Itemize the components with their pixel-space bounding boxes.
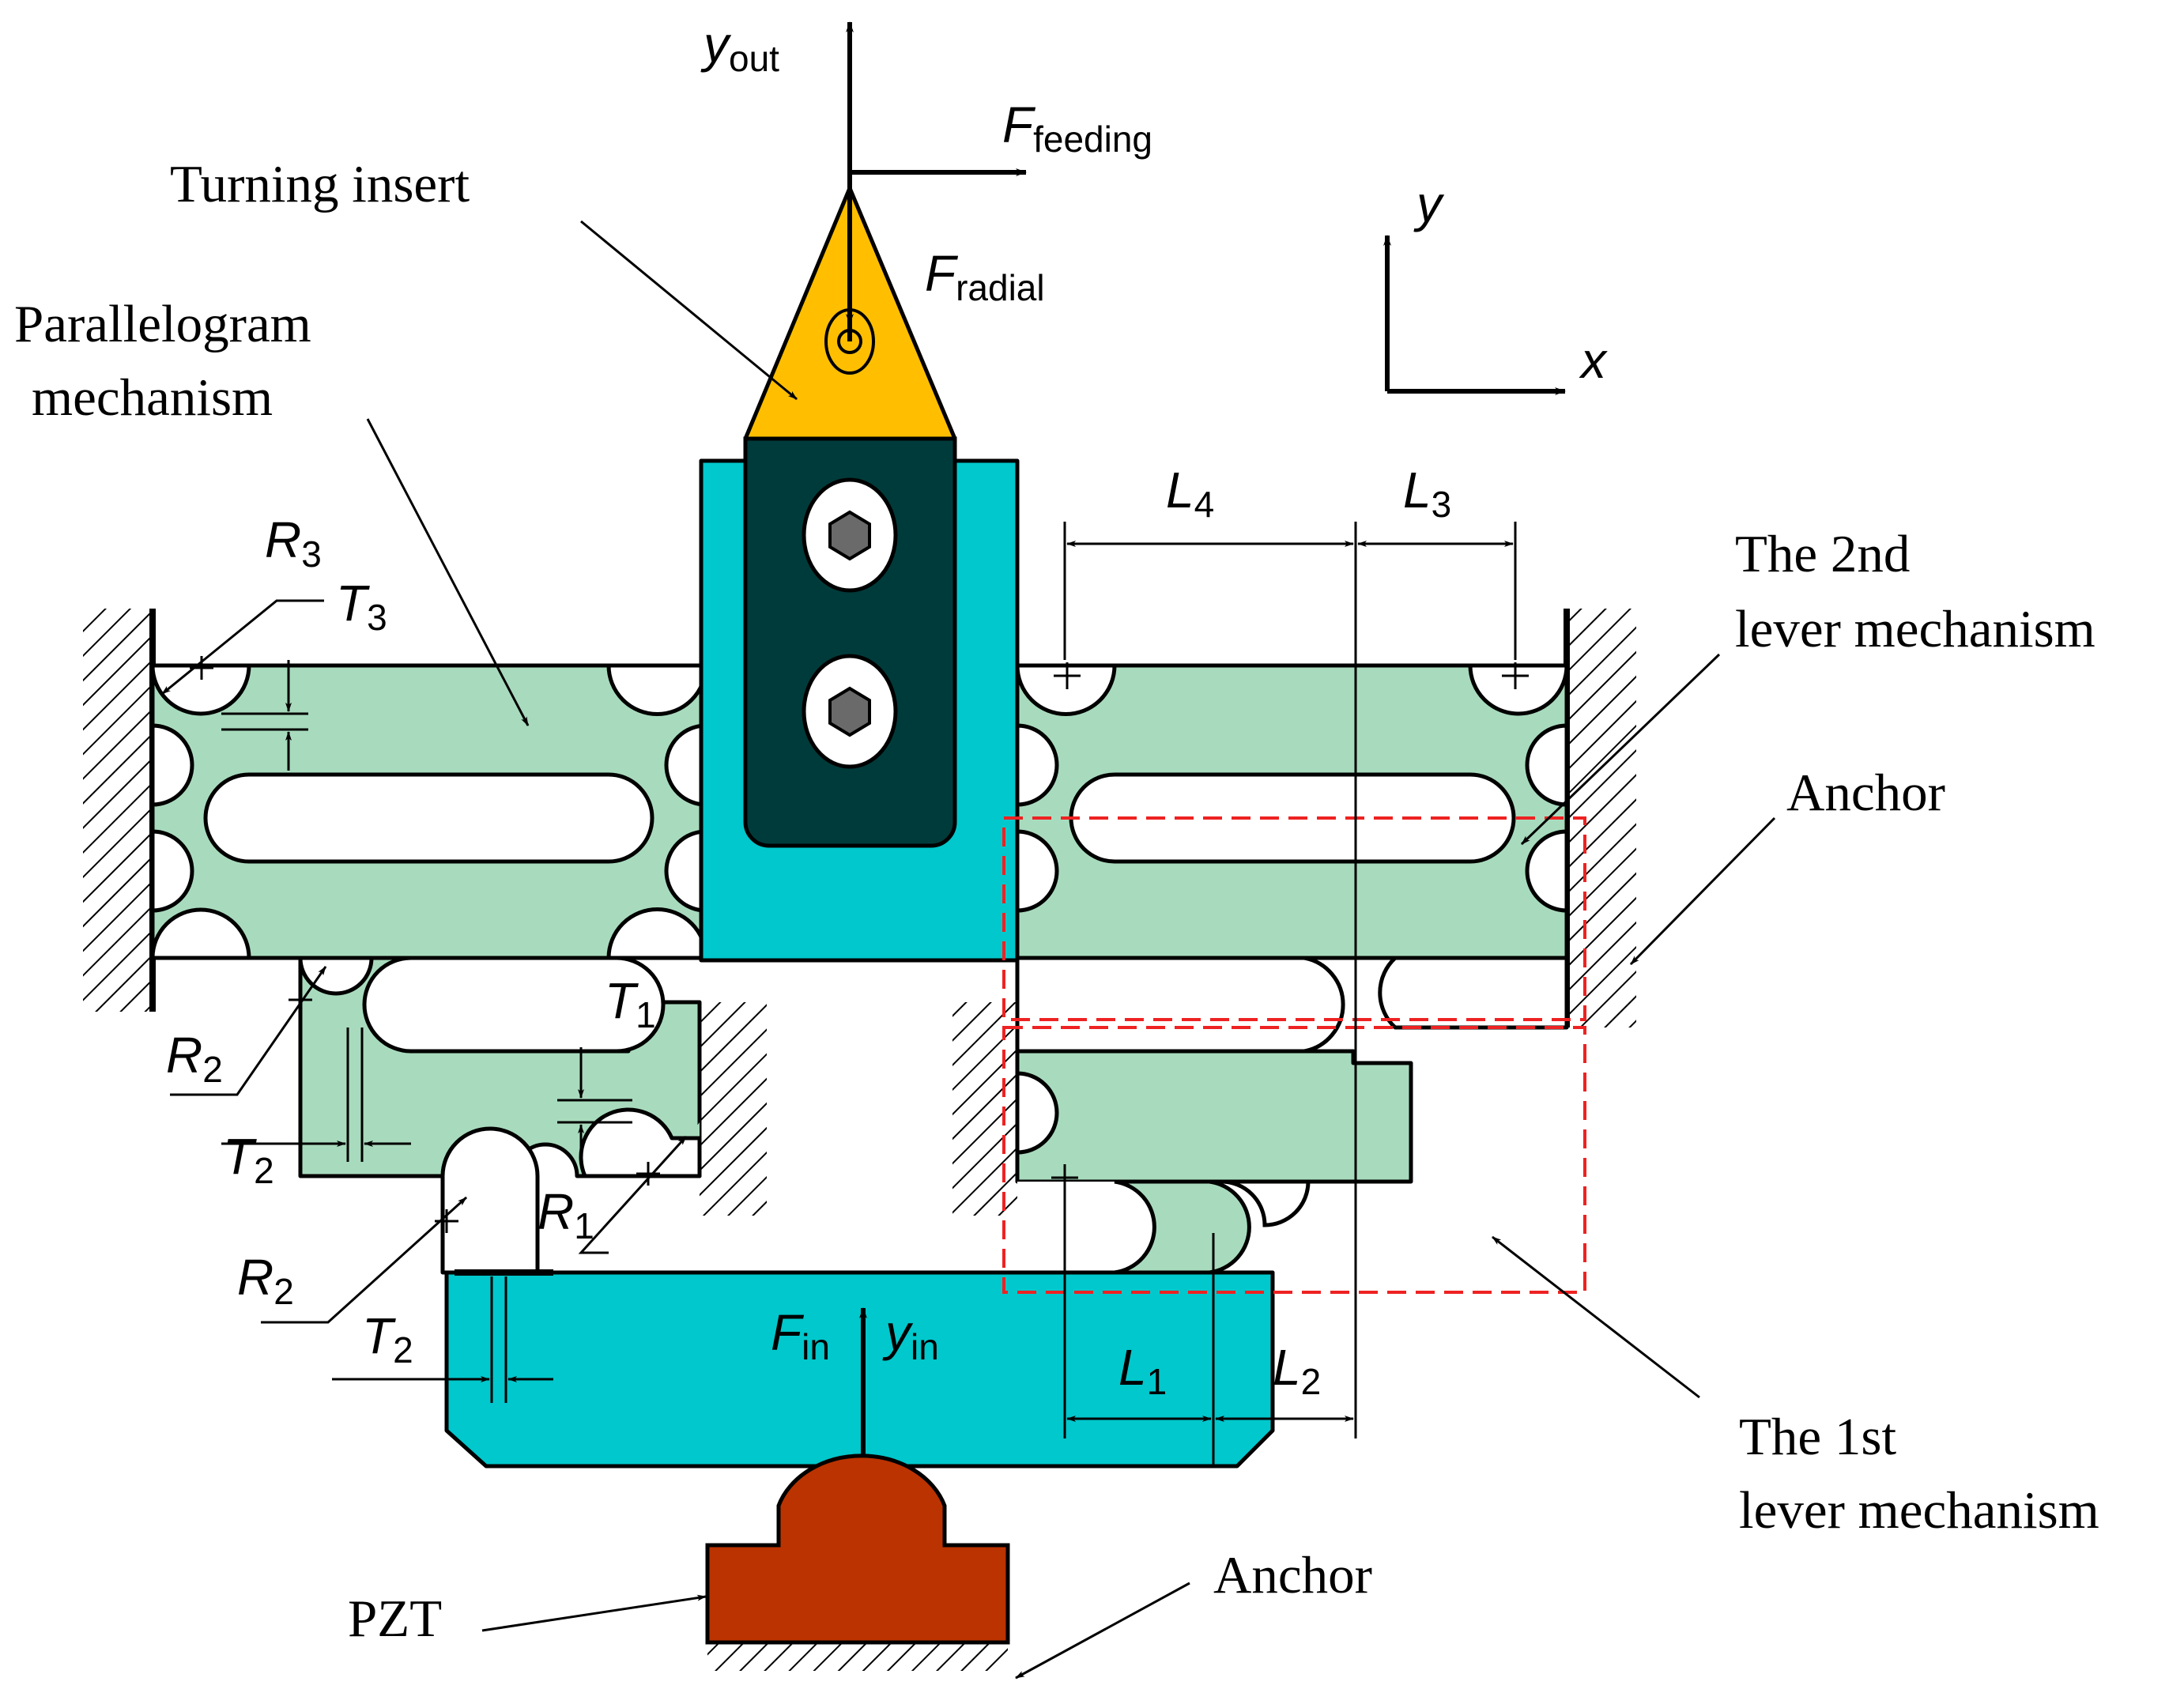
label-y-in: yin — [882, 1304, 939, 1367]
cross-l3 — [1502, 662, 1529, 689]
leader-parallelogram — [366, 418, 530, 726]
leader-first-lever — [1492, 1235, 1700, 1399]
leader-second-lever — [1520, 653, 1721, 846]
cross-l1 — [1051, 1164, 1078, 1191]
second-lever-highlight — [1002, 816, 1586, 1021]
second-notch-r1 — [1525, 723, 1569, 807]
cross-l4 — [1054, 662, 1081, 689]
leader-pzt — [481, 1594, 707, 1632]
leader-r2-upper — [170, 966, 327, 1096]
first-lever-highlight — [1002, 1026, 1586, 1294]
base-plate — [444, 1269, 1275, 1469]
cross-r2-upper — [289, 988, 312, 1012]
force-arrows — [846, 21, 1566, 1454]
notch-bottom-left — [150, 907, 251, 960]
second-lower-slot-left — [1015, 956, 1345, 1054]
center-left-anchor-hatch — [700, 1002, 767, 1216]
second-notch-l2 — [1015, 829, 1059, 913]
label-second-lever-line1: The 2nd — [1735, 525, 1910, 583]
label-anchor-bottom: Anchor — [1213, 1546, 1372, 1604]
notch-left-lower — [150, 829, 194, 913]
parallelogram-mechanism — [150, 663, 708, 960]
label-t1: T1 — [605, 972, 656, 1035]
bridge-notch-lower — [440, 1126, 540, 1275]
pzt-body — [705, 1453, 1010, 1645]
label-t2-lower: T2 — [362, 1307, 413, 1371]
second-notch-tl — [1015, 663, 1117, 716]
base-plate-body — [444, 1270, 1275, 1469]
label-second-lever-line2: lever mechanism — [1735, 600, 2095, 658]
leader-r2-lower — [261, 1196, 468, 1324]
label-y-out: yout — [700, 16, 779, 79]
second-lower-slot-right — [1378, 956, 1569, 1030]
label-t3: T3 — [336, 575, 387, 638]
cross-r1 — [636, 1162, 660, 1186]
parallelogram-slot — [203, 772, 654, 864]
first-notch-bottom — [1220, 1179, 1311, 1227]
hex-socket-lower — [828, 686, 871, 737]
notch-left-upper — [150, 723, 194, 807]
text-labels: yout Ffeeding Fradial Turning insert Par… — [14, 16, 2099, 1648]
leader-r3 — [161, 599, 324, 696]
first-lever-mechanism — [1015, 1049, 1413, 1275]
leader-turning-insert — [580, 220, 798, 401]
second-notch-l1 — [1015, 723, 1059, 807]
second-notch-tr — [1468, 663, 1569, 716]
pzt-anchor-hatch — [707, 1642, 1008, 1671]
label-r3: R3 — [265, 511, 322, 575]
left-anchor-hatch — [83, 609, 153, 1012]
label-t2-upper: T2 — [223, 1128, 274, 1191]
clamp — [743, 436, 957, 848]
label-pzt: PZT — [348, 1589, 442, 1648]
notch-right-upper — [664, 723, 708, 807]
label-l3: L3 — [1403, 462, 1451, 525]
label-first-lever-line1: The 1st — [1739, 1408, 1896, 1466]
first-lever-body — [1015, 1049, 1413, 1184]
pzt-actuator — [705, 1453, 1010, 1645]
label-l1: L1 — [1118, 1339, 1167, 1402]
label-turning-insert: Turning insert — [170, 155, 470, 213]
label-first-lever-line2: lever mechanism — [1739, 1481, 2099, 1540]
second-notch-r2 — [1525, 829, 1569, 913]
notch-top-left — [150, 663, 251, 716]
leader-lines — [161, 220, 1776, 1680]
label-r2-upper: R2 — [166, 1027, 223, 1090]
second-lever-mechanism — [1015, 663, 1569, 1054]
label-f-in: Fin — [771, 1304, 830, 1367]
label-f-feeding: Ffeeding — [1002, 96, 1152, 160]
label-parallelogram-line1: Parallelogram — [14, 295, 311, 353]
label-axis-x: x — [1579, 332, 1608, 389]
bridge-slot — [362, 956, 666, 1054]
label-parallelogram-line2: mechanism — [32, 368, 273, 427]
hex-socket-upper — [828, 510, 871, 561]
center-right-anchor-hatch — [952, 1002, 1017, 1216]
label-axis-y: y — [1413, 175, 1445, 232]
label-l2: L2 — [1273, 1339, 1321, 1402]
leader-r1 — [578, 1135, 688, 1254]
leader-anchor-bottom — [1015, 1582, 1190, 1680]
label-anchor-right: Anchor — [1786, 764, 1945, 822]
label-r1: R1 — [538, 1183, 594, 1246]
label-r2-lower: R2 — [237, 1249, 294, 1312]
label-l4: L4 — [1166, 462, 1214, 525]
left-bridge — [298, 956, 702, 1275]
dimension-lines — [221, 522, 1517, 1466]
notch-right-lower — [664, 829, 708, 913]
label-f-radial: Fradial — [925, 245, 1045, 308]
first-notch-l — [1015, 1071, 1059, 1155]
leader-anchor-right — [1629, 816, 1776, 966]
